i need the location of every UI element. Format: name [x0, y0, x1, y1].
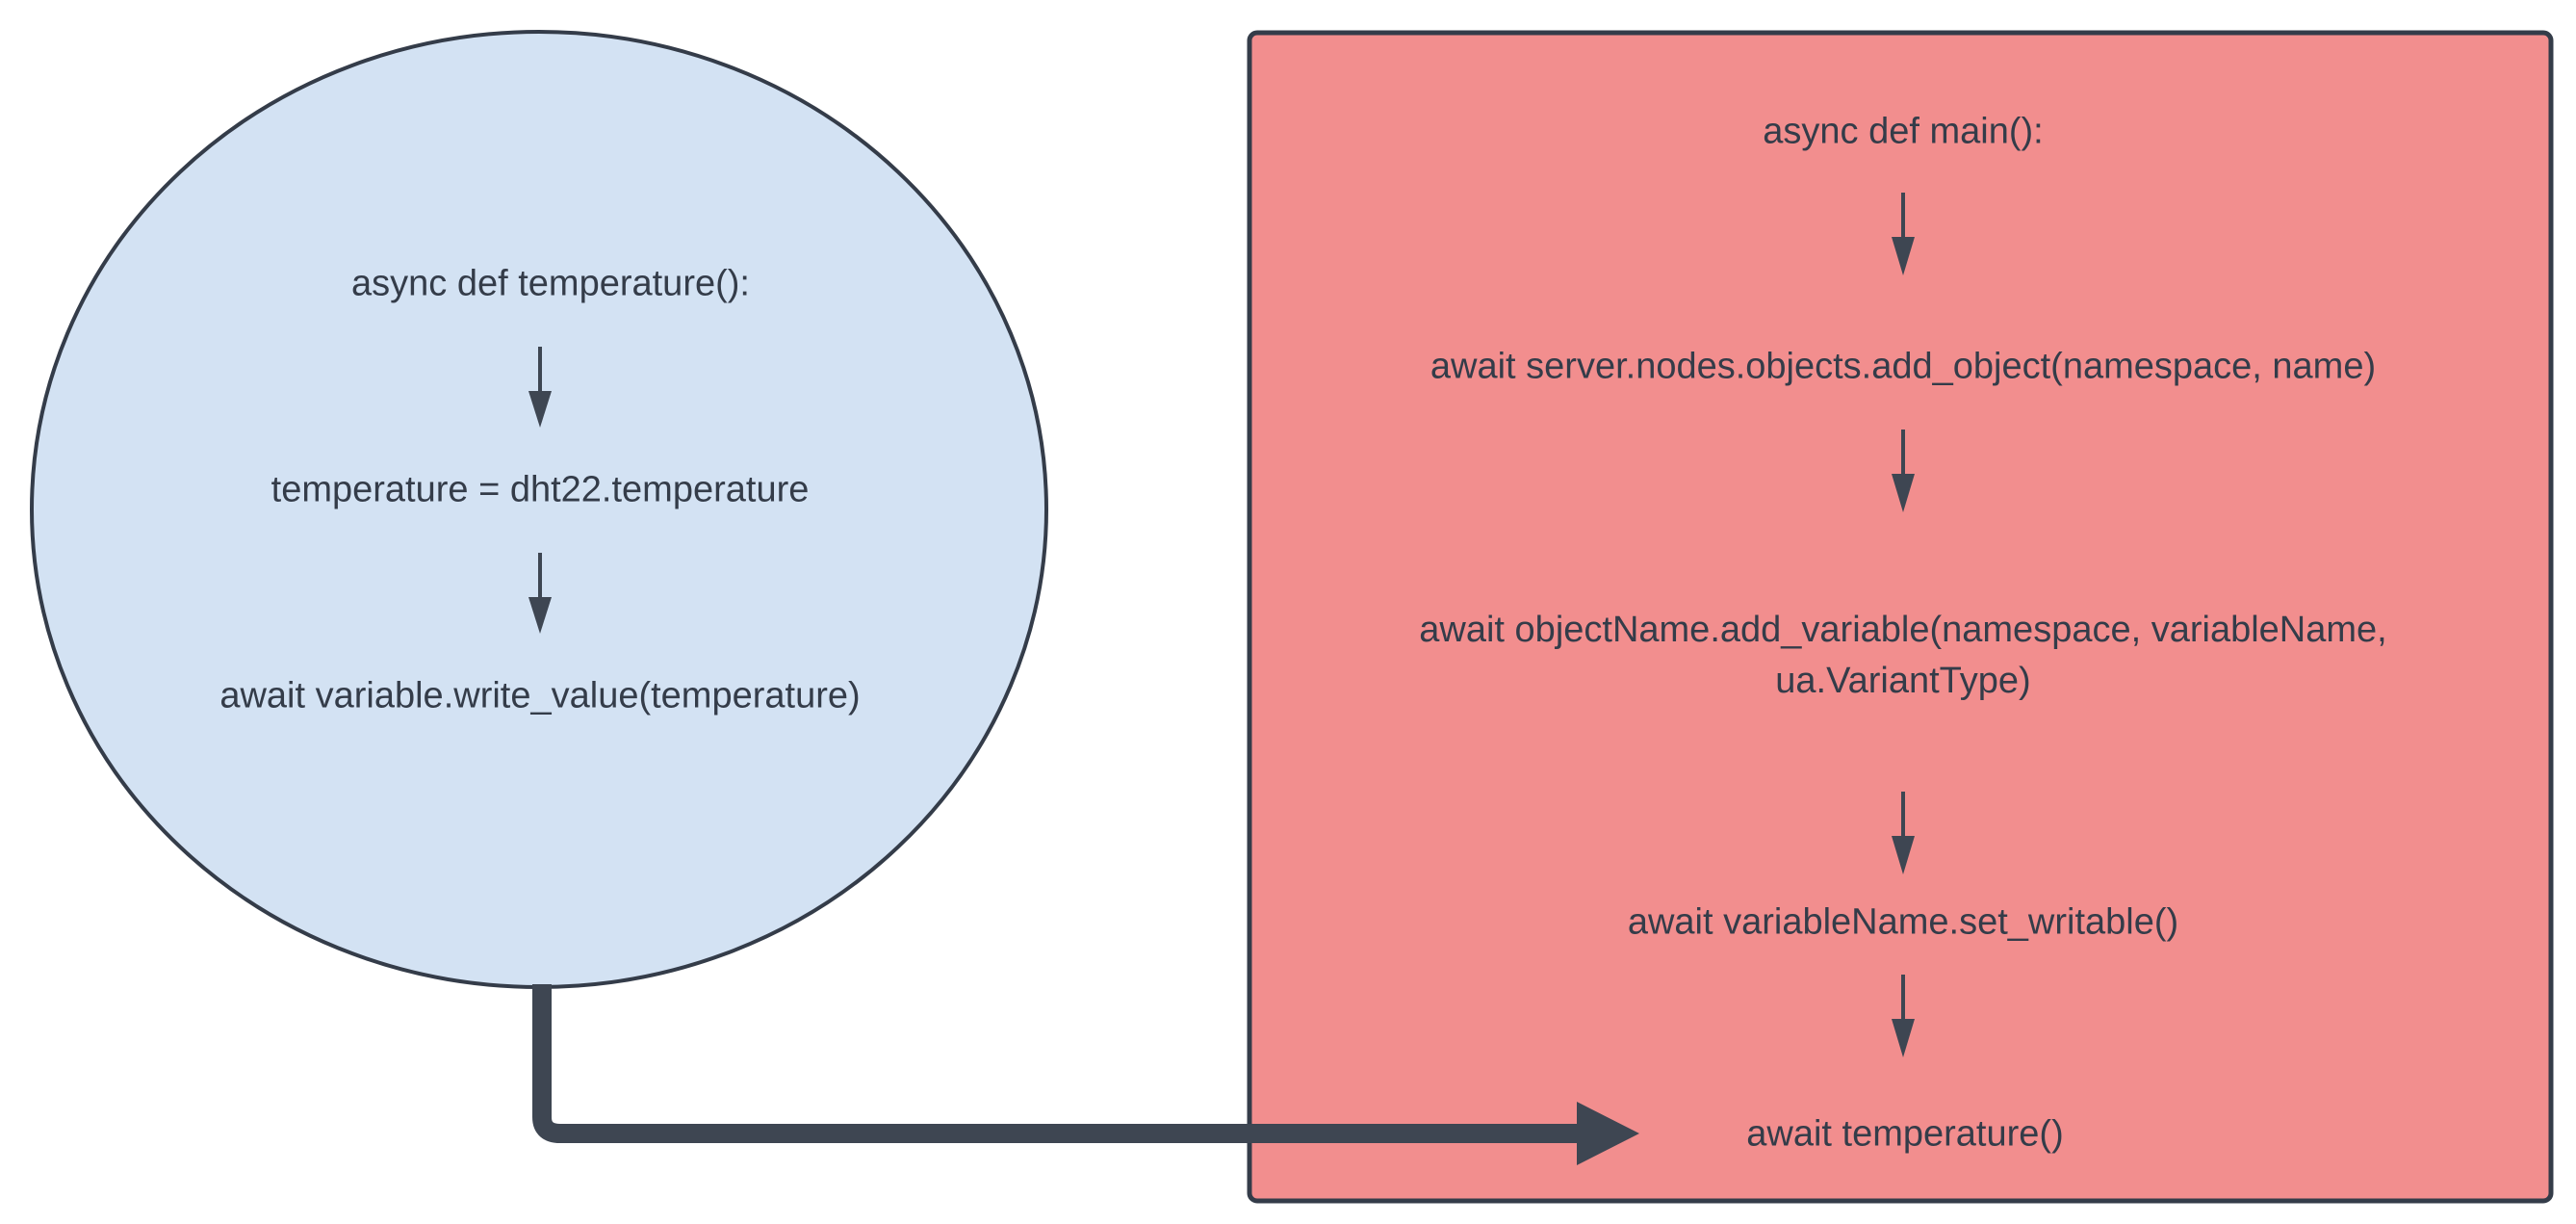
main-arrow-3-icon	[1892, 792, 1915, 874]
connector-arrowhead-icon	[1577, 1102, 1639, 1165]
main-arrow-1-icon	[1892, 193, 1915, 275]
main-coroutine-rect[interactable]	[1247, 30, 2554, 1204]
main-arrow-4-icon	[1892, 975, 1915, 1057]
main-arrow-2-icon	[1892, 430, 1915, 512]
temp-arrow-2-icon	[528, 553, 552, 634]
temperature-coroutine-ellipse[interactable]	[30, 30, 1048, 989]
temp-arrow-1-icon	[528, 347, 552, 428]
connector-temperature-to-main[interactable]	[532, 984, 1639, 1165]
